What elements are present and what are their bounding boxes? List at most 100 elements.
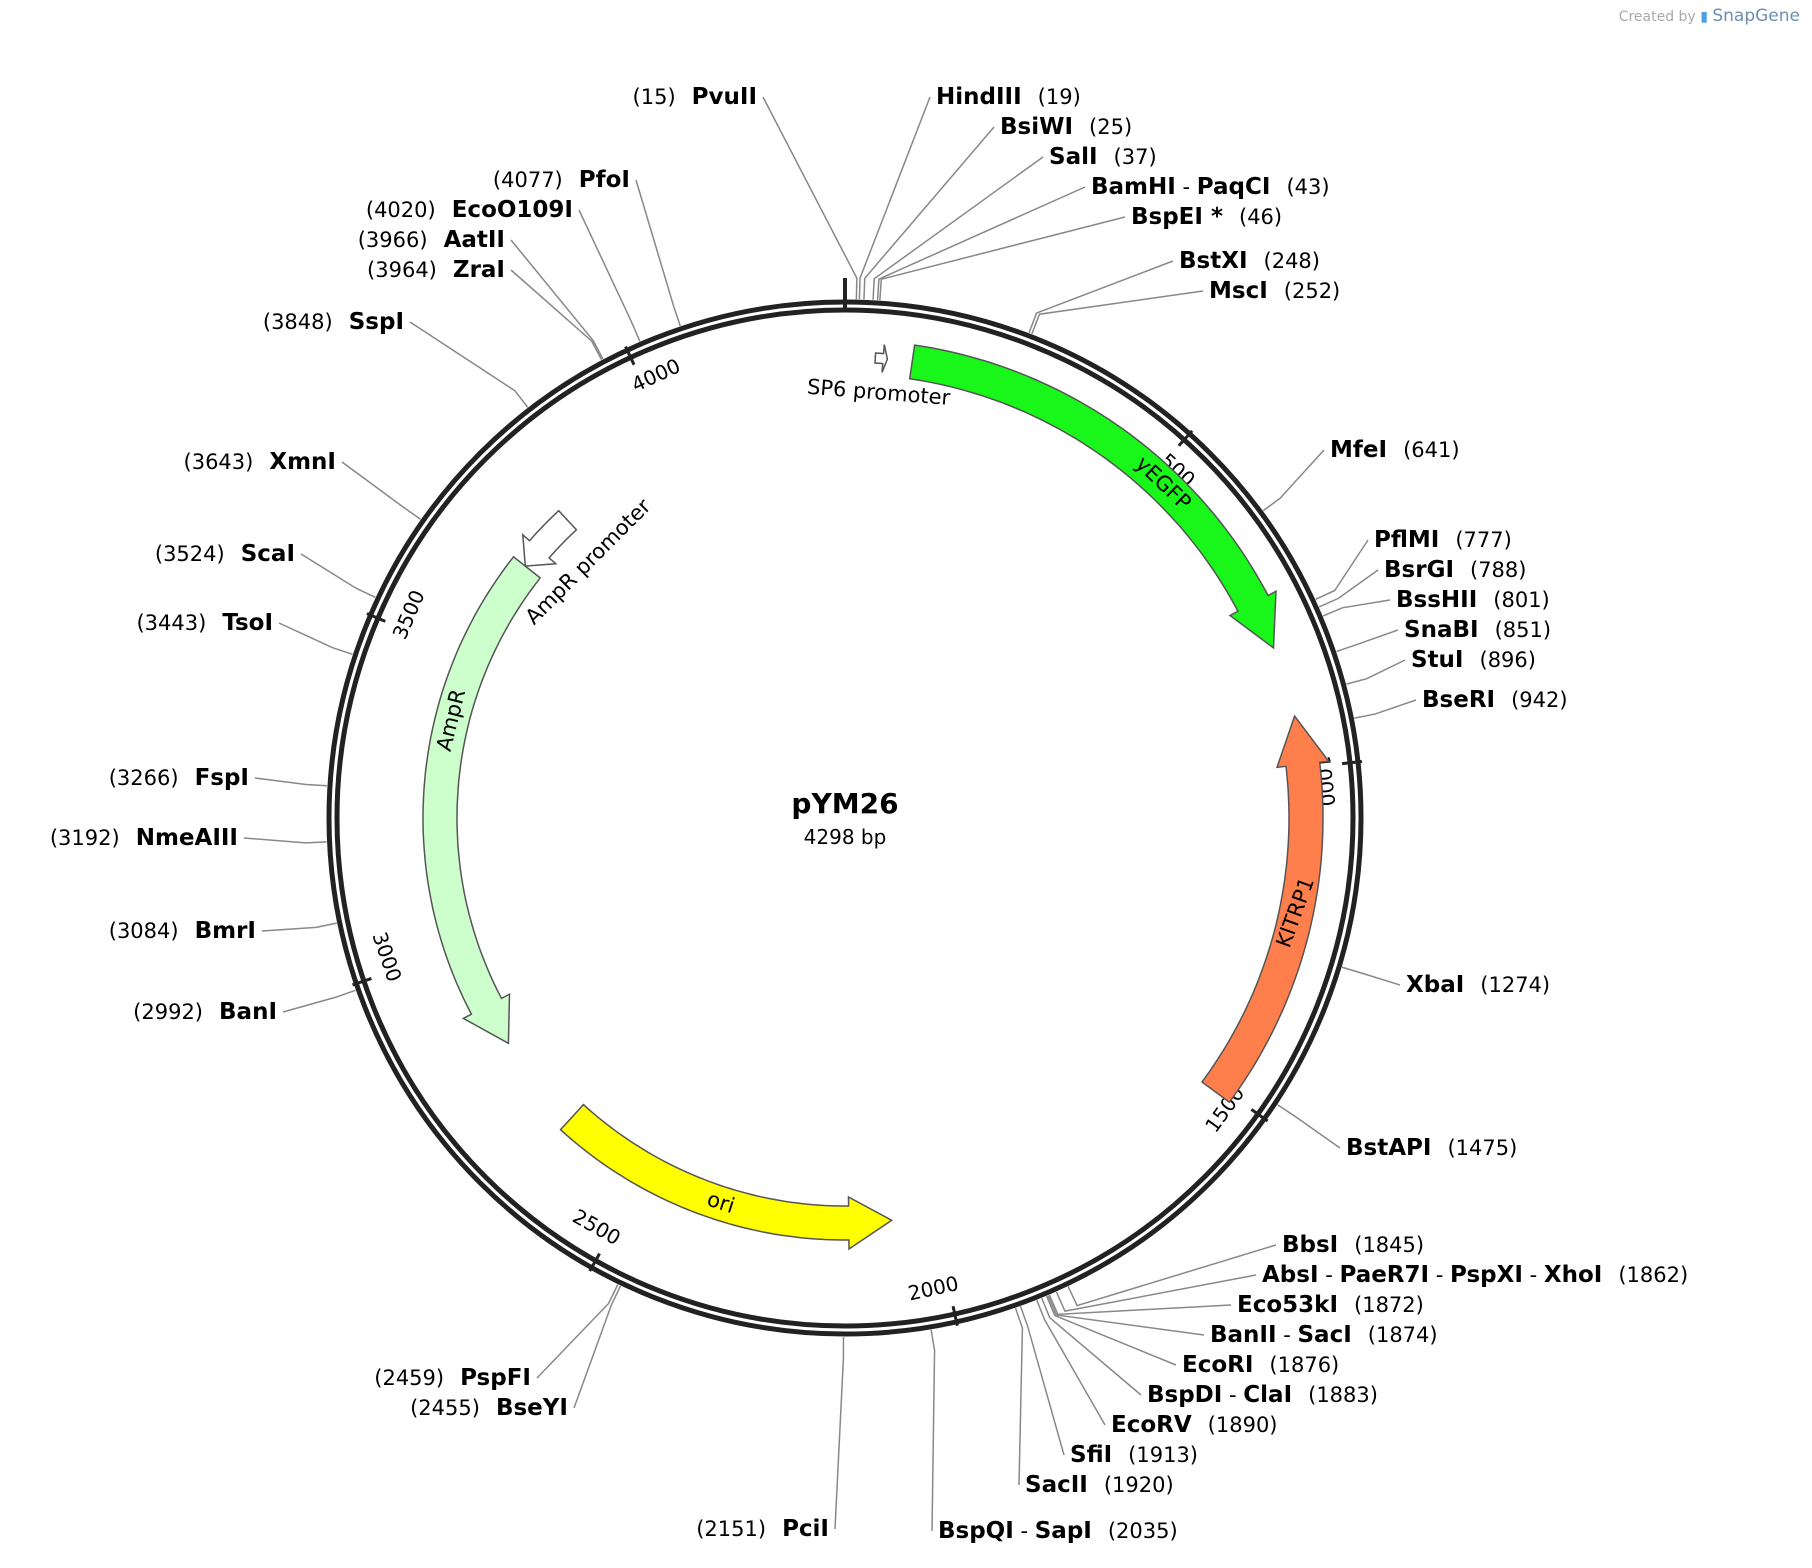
site-position: (1475) (1447, 1136, 1517, 1160)
site-enzyme-name: MscI (1209, 278, 1268, 304)
site-enzyme-name: BstXI (1179, 248, 1248, 274)
site-label[interactable]: (3192)NmeAIII (50, 825, 238, 851)
site-label[interactable]: (15)PvuII (633, 84, 757, 110)
site-leader-line (261, 922, 337, 932)
site-label[interactable]: StuI(896) (1411, 647, 1536, 673)
site-label[interactable]: (4077)PfoI (493, 167, 630, 193)
site-label[interactable]: (3524)ScaI (155, 541, 295, 567)
feature-sp6-promoter-arrow[interactable] (874, 344, 889, 373)
site-enzyme-name: XhoI (1544, 1262, 1602, 1288)
site-label[interactable]: BsiWI (25) (1000, 114, 1132, 140)
feature-ampr-arrow[interactable] (422, 555, 542, 1045)
site-label[interactable]: (3266)FspI (109, 765, 249, 791)
site-label[interactable]: XbaI(1274) (1406, 972, 1550, 998)
site-label[interactable]: EcoRI(1876) (1182, 1352, 1339, 1378)
site-enzyme-name: EcoRV (1111, 1412, 1192, 1438)
site-label[interactable]: (4020)EcoO109I (366, 197, 573, 223)
tick-mark (352, 977, 372, 987)
site-leader-line (282, 989, 356, 1013)
site-enzyme-name: PvuII (692, 84, 757, 110)
site-label[interactable]: (3966)AatII (358, 227, 505, 253)
site-label[interactable]: PflMI(777) (1374, 527, 1512, 553)
site-label[interactable]: (3848)SspI (263, 309, 404, 335)
site-enzyme-name: BssHII (1396, 587, 1477, 613)
credit-brand: SnapGene (1712, 6, 1800, 26)
site-leader-line (1028, 260, 1174, 334)
site-label[interactable]: (2459) PspFI (374, 1365, 531, 1391)
site-leader-line (879, 216, 1126, 301)
site-label[interactable]: BbsI(1845) (1282, 1232, 1424, 1258)
site-position: (3964) (367, 258, 437, 282)
site-label[interactable]: (2455)BseYI (410, 1395, 568, 1421)
site-enzyme-name: EcoO109I (452, 197, 573, 223)
site-leader-line (341, 461, 422, 520)
tick-mark (1341, 759, 1363, 766)
site-leader-line (300, 553, 376, 598)
site-label[interactable]: BamHI - PaqCI(43) (1091, 174, 1330, 200)
site-enzyme-name: SacII (1025, 1472, 1088, 1498)
site-label[interactable]: BspEI * (46) (1131, 204, 1282, 230)
site-label[interactable]: Eco53kI(1872) (1237, 1292, 1424, 1318)
site-leader-line (243, 837, 327, 844)
site-leader-line (1019, 1306, 1065, 1456)
site-label[interactable]: (3443)TsoI (136, 610, 273, 636)
site-label[interactable]: BspDI - ClaI(1883) (1147, 1382, 1378, 1408)
site-enzyme-name: PspFI (460, 1365, 531, 1391)
snapgene-logo-icon: ▮ (1700, 9, 1708, 25)
site-label[interactable]: SfiI(1913) (1070, 1442, 1198, 1468)
feature-ori-arrow[interactable] (559, 1103, 894, 1251)
site-position: (2455) (410, 1396, 480, 1420)
site-enzyme-name: BsiWI (1000, 114, 1073, 140)
site-position: (801) (1493, 588, 1549, 612)
site-enzyme-name: StuI (1411, 647, 1464, 673)
feature-ampr-promoter-arrow[interactable] (521, 509, 578, 567)
site-label[interactable]: MscI (252) (1209, 278, 1340, 304)
site-position: (2035) (1108, 1519, 1178, 1543)
feature-yegfp-arrow[interactable] (908, 344, 1277, 650)
site-enzyme-name: BstAPI (1346, 1135, 1431, 1161)
site-label[interactable]: BseRI (942) (1422, 687, 1568, 713)
site-leader-line (1354, 699, 1417, 719)
credit-prefix: Created by (1618, 9, 1696, 25)
site-label[interactable]: BspQI - SapI(2035) (938, 1518, 1178, 1544)
site-leader-line (573, 1285, 622, 1409)
site-label[interactable]: SalI(37) (1049, 144, 1157, 170)
site-label[interactable]: AbsI - PaeR7I - PspXI - XhoI(1862) (1262, 1262, 1688, 1288)
site-position: (2459) (374, 1366, 444, 1390)
site-name-separator: - (1429, 1263, 1450, 1287)
site-label[interactable]: (3084)BmrI (109, 918, 256, 944)
site-label[interactable]: BanII - SacI(1874) (1210, 1322, 1438, 1348)
site-leader-line (510, 239, 604, 360)
site-enzyme-name: BspDI (1147, 1382, 1222, 1408)
site-label[interactable]: BssHII (801) (1396, 587, 1550, 613)
site-enzyme-name: SalI (1049, 144, 1098, 170)
site-position: (25) (1089, 115, 1132, 139)
site-position: (3084) (109, 919, 179, 943)
site-leader-line (1341, 966, 1401, 986)
site-position: (43) (1286, 175, 1329, 199)
site-position: (46) (1239, 205, 1282, 229)
site-leader-line (858, 96, 931, 300)
site-position: (252) (1284, 279, 1340, 303)
feature-kltrp1-arrow[interactable] (1200, 714, 1331, 1104)
site-enzyme-name: BspEI * (1131, 204, 1223, 230)
site-enzyme-name: BspQI (938, 1518, 1014, 1544)
site-label[interactable]: SacII(1920) (1025, 1472, 1174, 1498)
site-label[interactable]: (3964)ZraI (367, 257, 505, 283)
site-position: (1883) (1308, 1383, 1378, 1407)
site-label[interactable]: SnaBI(851) (1404, 617, 1551, 643)
site-position: (942) (1511, 688, 1567, 712)
site-position: (1845) (1354, 1233, 1424, 1257)
site-label[interactable]: (3643)XmnI (184, 449, 336, 475)
site-label[interactable]: HindIII(19) (936, 84, 1081, 110)
site-label[interactable]: (2992)BanI (133, 999, 277, 1025)
site-label[interactable]: MfeI(641) (1330, 437, 1460, 463)
site-label[interactable]: BsrGI(788) (1384, 557, 1526, 583)
site-label[interactable]: (2151)PciI (696, 1516, 829, 1542)
site-label[interactable]: BstXI(248) (1179, 248, 1320, 274)
site-label[interactable]: EcoRV(1890) (1111, 1412, 1278, 1438)
site-enzyme-name: SacI (1297, 1322, 1351, 1348)
site-label[interactable]: BstAPI (1475) (1346, 1135, 1517, 1161)
site-enzyme-name: BseRI (1422, 687, 1495, 713)
